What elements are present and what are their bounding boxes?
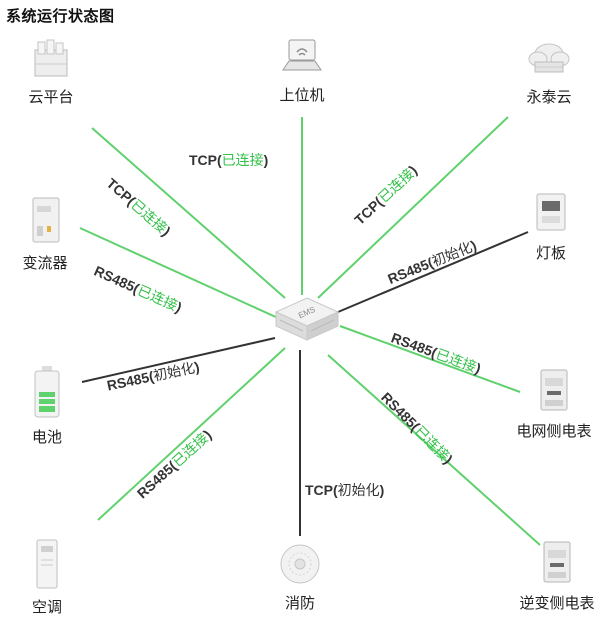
node-label: 云平台 [28, 89, 74, 106]
node-light-panel[interactable]: 灯板 [526, 190, 576, 263]
ems-device[interactable]: EMS [272, 294, 342, 346]
link-cloud-platform [91, 127, 286, 299]
node-label: 消防 [284, 595, 315, 612]
node-label: 空调 [31, 599, 62, 616]
node-label: 灯板 [535, 245, 566, 262]
link-yongtai-cloud [317, 116, 509, 299]
node-air-conditioner[interactable]: 空调 [22, 538, 72, 617]
air-conditioner-icon [36, 539, 58, 589]
conn-status: 已连接 [221, 152, 264, 168]
node-label: 逆变侧电表 [519, 595, 595, 612]
node-cloud-platform[interactable]: 云平台 [22, 36, 80, 107]
link-battery [81, 337, 276, 383]
conn-label-host-computer: TCP(已连接) [189, 152, 269, 168]
node-grid-meter[interactable]: 电网侧电表 [506, 366, 602, 441]
link-air-conditioner [97, 347, 286, 521]
meter-icon [540, 369, 568, 411]
link-inverter-meter [327, 354, 541, 546]
node-label: 电网侧电表 [516, 423, 592, 440]
converter-cabinet-icon [32, 197, 60, 243]
conn-status: 初始化 [337, 482, 380, 498]
meter-icon [543, 541, 571, 583]
node-host-computer[interactable]: 上位机 [266, 34, 338, 105]
node-label: 电池 [31, 429, 62, 446]
node-yongtai-cloud[interactable]: 永泰云 [514, 36, 584, 107]
cloud-icon [528, 43, 570, 73]
smoke-detector-icon [280, 544, 320, 584]
node-inverter-meter[interactable]: 逆变侧电表 [510, 538, 604, 613]
link-grid-meter [339, 325, 521, 393]
node-label: 变流器 [22, 255, 68, 272]
panel-icon [536, 193, 566, 231]
link-light-panel [337, 231, 529, 313]
battery-icon [34, 366, 60, 418]
cloud-server-icon [34, 39, 68, 77]
node-label: 上位机 [279, 87, 325, 104]
link-converter [79, 227, 279, 319]
node-battery[interactable]: 电池 [22, 364, 72, 447]
node-label: 永泰云 [526, 89, 572, 106]
laptop-icon [282, 39, 322, 71]
node-converter[interactable]: 变流器 [14, 196, 76, 273]
node-fire-protection[interactable]: 消防 [272, 540, 328, 613]
conn-label-fire-protection: TCP(初始化) [305, 482, 385, 498]
ems-icon: EMS [274, 297, 340, 341]
page-title: 系统运行状态图 [6, 8, 115, 25]
